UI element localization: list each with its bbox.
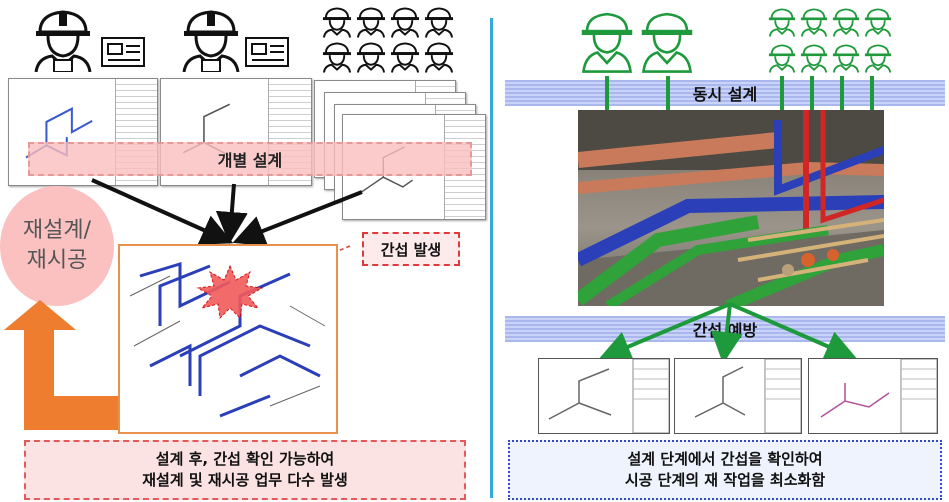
coordinated-drawing xyxy=(808,358,938,434)
right-summary-box: 설계 단계에서 간섭을 확인하여 시공 단계의 재 작업을 최소화함 xyxy=(508,440,942,500)
engineer-helmet-icon xyxy=(864,6,894,40)
left-summary-box: 설계 후, 간섭 확인 가능하여 재설계 및 재시공 업무 다수 발생 xyxy=(24,440,466,500)
engineer-helmet-icon xyxy=(322,41,354,74)
engineer-helmet-icon xyxy=(832,6,862,40)
center-divider xyxy=(490,18,493,498)
right-summary-line2: 시공 단계의 재 작업을 최소화함 xyxy=(624,471,826,489)
engineer-helmet-icon xyxy=(356,41,388,74)
concurrent-design-label: 동시 설계 xyxy=(692,85,758,104)
engineer-helmet-icon xyxy=(580,6,634,78)
concurrent-connectors xyxy=(605,76,874,110)
clash-occurrence-badge: 간섭 발생 xyxy=(362,232,460,266)
engineer-helmet-icon xyxy=(640,6,694,78)
blueprint-icon xyxy=(100,36,148,70)
redesign-circle: 재설계/ 재시공 xyxy=(0,186,114,306)
green-engineer-team xyxy=(768,6,898,78)
engineer-helmet-icon xyxy=(800,42,830,76)
engineer-helmet-icon xyxy=(32,8,94,72)
engineer-team-group xyxy=(322,6,454,74)
coordinated-drawing xyxy=(538,358,670,434)
engineer-helmet-icon xyxy=(768,42,798,76)
engineer-helmet-icon xyxy=(800,6,830,40)
engineer-helmet-icon xyxy=(768,6,798,40)
engineer-helmet-icon xyxy=(424,41,456,74)
engineer-helmet-icon xyxy=(832,42,862,76)
engineer-helmet-icon xyxy=(322,6,354,39)
clash-badge-label: 간섭 발생 xyxy=(380,240,442,259)
green-engineer-pair xyxy=(580,6,700,78)
redesign-label-line2: 재시공 xyxy=(26,248,88,273)
engineer-helmet-icon xyxy=(864,42,894,76)
explosion-icon xyxy=(196,264,264,320)
convergence-arrows xyxy=(91,178,363,260)
individual-design-label: 개별 설계 xyxy=(217,151,283,170)
bim-3d-model xyxy=(578,110,884,306)
blueprint-icon xyxy=(244,36,292,70)
engineer-helmet-icon xyxy=(180,8,242,72)
engineer-helmet-icon xyxy=(390,41,422,74)
coordinated-drawing xyxy=(674,358,802,434)
distribution-arrows xyxy=(598,302,858,364)
redesign-label-line1: 재설계/ xyxy=(22,218,92,243)
individual-design-band: 개별 설계 xyxy=(28,142,472,176)
engineer-helmet-icon xyxy=(390,6,422,39)
engineer-helmet-icon xyxy=(356,6,388,39)
rework-loop-arrow xyxy=(2,300,122,436)
engineer-helmet-icon xyxy=(424,6,456,39)
clash-drawing xyxy=(118,244,338,434)
left-summary-line1: 설계 후, 간섭 확인 가능하여 xyxy=(155,450,335,468)
left-summary-line2: 재설계 및 재시공 업무 다수 발생 xyxy=(142,471,348,489)
right-summary-line1: 설계 단계에서 간섭을 확인하여 xyxy=(627,450,823,468)
